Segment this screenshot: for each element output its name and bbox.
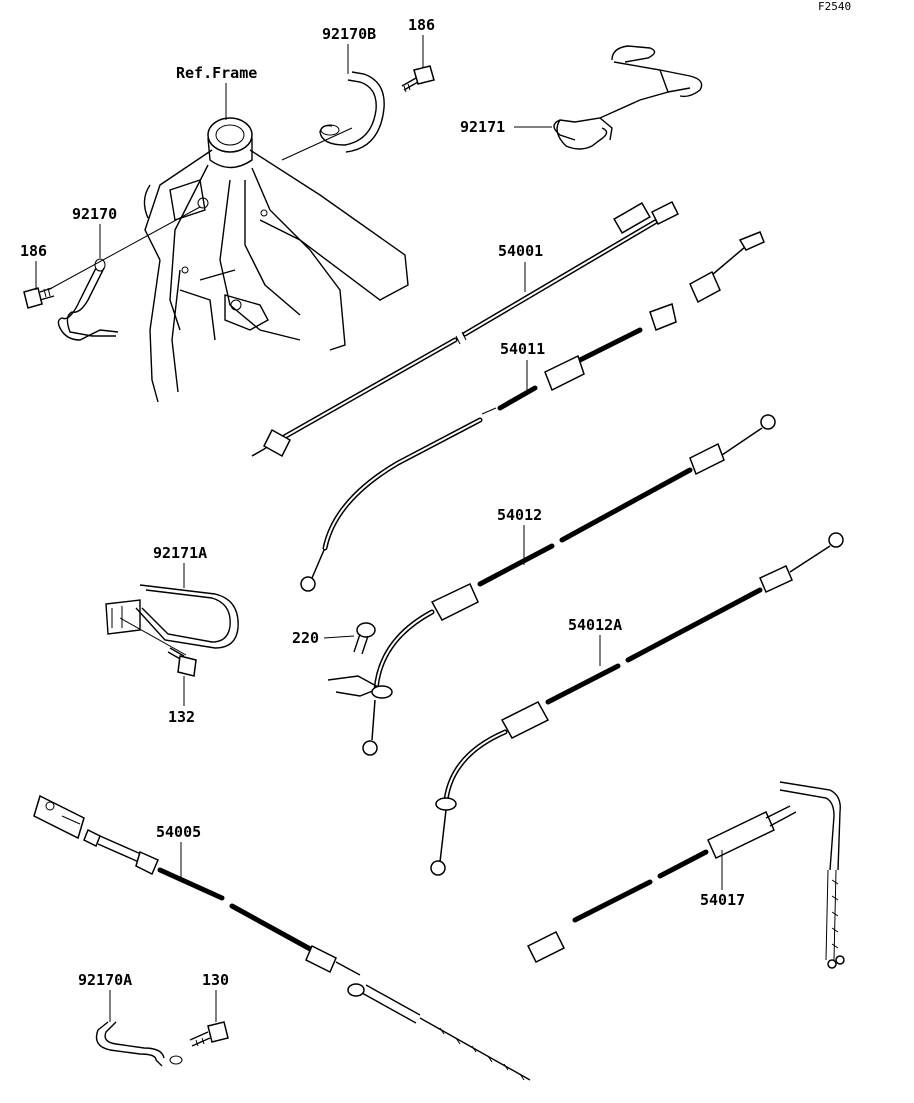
bolt-186-left [23,287,55,309]
cable-54012a [430,532,844,876]
callout-54001: 54001 [498,242,543,260]
callout-186-left: 186 [20,242,47,260]
callout-130: 130 [202,971,229,989]
ref-frame-label: Ref.Frame [176,64,257,82]
callout-132: 132 [168,708,195,726]
reference-frame [47,117,409,403]
bolt-132 [167,647,197,677]
callout-92170b: 92170B [322,25,376,43]
callout-54012: 54012 [497,506,542,524]
bolt-130 [189,1021,229,1047]
callout-54017: 54017 [700,891,745,909]
cable-54001 [251,200,680,458]
callout-92170a: 92170A [78,971,132,989]
callout-92170: 92170 [72,205,117,223]
callout-186-top: 186 [408,16,435,34]
clamp-92170 [57,258,119,341]
callout-220: 220 [292,629,319,647]
screw-220 [353,622,376,655]
diagram-ref-code: F2540 [818,0,851,13]
callout-92171a: 92171A [153,544,207,562]
callout-54012a: 54012A [568,616,622,634]
clamp-92170b [319,71,385,153]
callout-54011: 54011 [500,340,545,358]
clamp-92170a [95,1021,183,1067]
bolt-186-top [401,65,435,93]
bracket-92171 [553,45,703,150]
cable-54005 [33,794,531,1081]
callout-92171: 92171 [460,118,505,136]
cable-54017 [526,781,845,969]
callout-54005: 54005 [156,823,201,841]
cable-54011 [300,231,765,592]
cable-54012 [327,414,776,756]
bracket-92171a [105,584,239,656]
